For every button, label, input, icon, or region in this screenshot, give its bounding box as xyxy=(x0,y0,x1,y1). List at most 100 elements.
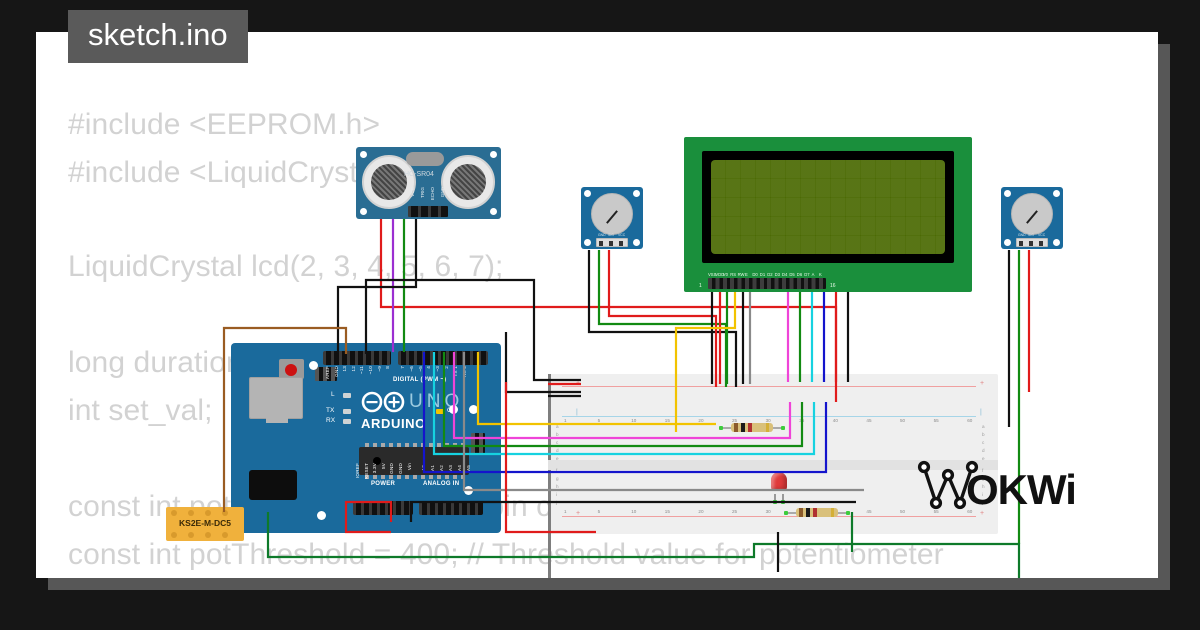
wire-relay-red[interactable] xyxy=(344,500,393,534)
resistor-1-lead-left xyxy=(721,427,733,429)
led-leg-anode xyxy=(774,494,776,502)
bb-col-label-bottom-20: 20 xyxy=(698,509,704,514)
wire-black-long[interactable] xyxy=(364,278,581,382)
potentiometer-1-knob[interactable] xyxy=(591,193,633,235)
wire-gnd-gray[interactable] xyxy=(462,352,864,492)
pot2-pin-gnd: GND xyxy=(1018,233,1026,237)
wire-pot1-gnd[interactable] xyxy=(587,250,738,387)
bb-row-label-i: i xyxy=(556,492,558,497)
bb-row-label-b: b xyxy=(982,432,985,437)
bb-row-label-a: a xyxy=(982,424,985,429)
bb-row-label-c: c xyxy=(556,440,559,445)
wire-layer xyxy=(222,219,1036,578)
bb-col-label-bottom-55: 55 xyxy=(933,509,939,514)
bb-col-label-bottom-50: 50 xyxy=(900,509,906,514)
mounting-hole-3 xyxy=(317,511,326,520)
wire-pot1-sig[interactable] xyxy=(597,250,728,387)
resistor-1[interactable] xyxy=(719,423,785,432)
resistor-1-tip-right xyxy=(781,425,785,430)
lcd-pin-rs: RS xyxy=(730,272,737,277)
wire-relay-brown[interactable] xyxy=(222,326,348,512)
power-header[interactable] xyxy=(353,501,413,515)
bb-col-label-top-1: 1 xyxy=(564,418,567,423)
lcd-pin-d3: D3 xyxy=(774,272,780,277)
led-on-indicator xyxy=(436,409,444,414)
relay-module[interactable]: KS2E-M-DC5 xyxy=(166,507,244,541)
bb-col-label-bottom-15: 15 xyxy=(664,509,670,514)
bb-col-label-bottom-45: 45 xyxy=(866,509,872,514)
pot1-pin-sig: SIG xyxy=(608,233,614,237)
label-ON: ON xyxy=(447,407,457,414)
wire-d7-blue[interactable] xyxy=(422,352,828,474)
resistor-1-lead-right xyxy=(771,427,783,429)
lcd-pin-header[interactable] xyxy=(708,278,826,289)
label-RX: RX xyxy=(326,417,336,424)
potentiometer-2-knob[interactable] xyxy=(1011,193,1053,235)
bb-row-label-d: d xyxy=(556,448,559,453)
resistor-2-tip-left xyxy=(784,510,788,515)
led-tx-indicator xyxy=(343,409,351,414)
wokwi-logo: OKWi xyxy=(914,459,1114,526)
wire-red-power[interactable] xyxy=(504,382,596,534)
led-leg-cathode xyxy=(782,494,784,502)
bb-col-label-top-55: 55 xyxy=(933,418,939,423)
bb-row-label-d: d xyxy=(982,448,985,453)
lcd-pin-a: A xyxy=(811,272,815,277)
bb-col-label-top-10: 10 xyxy=(631,418,637,423)
analog-header[interactable] xyxy=(419,501,483,515)
digital-header-caption: DIGITAL (PWM ~) xyxy=(393,377,447,383)
resistor-2[interactable] xyxy=(784,508,850,517)
wire-d4-magenta[interactable] xyxy=(452,352,792,440)
wire-a0-yellow[interactable] xyxy=(476,352,716,426)
mounting-hole-1 xyxy=(309,361,318,370)
wire-d5-green[interactable] xyxy=(442,352,804,448)
bb-row-label-h: h xyxy=(556,484,559,489)
bb-col-label-top-50: 50 xyxy=(900,418,906,423)
reset-button[interactable] xyxy=(279,359,304,379)
bb-col-label-bottom-25: 25 xyxy=(732,509,738,514)
resistor-1-body xyxy=(731,423,773,432)
breadboard-center-channel xyxy=(548,460,998,470)
bb-row-label-e: e xyxy=(556,456,559,461)
pot2-pin-vcc: VCC xyxy=(1038,233,1046,237)
bb-row-label-e: e xyxy=(982,456,985,461)
lcd-bezel xyxy=(702,151,954,263)
diagram-canvas[interactable]: #include <EEPROM.h> #include <LiquidCrys… xyxy=(36,32,1158,578)
lcd-pin-rw: RW xyxy=(737,272,745,277)
rail-bot-plus-label-left: + xyxy=(576,510,581,517)
wire-pot1-vcc[interactable] xyxy=(607,250,718,387)
wire-lcd-rs[interactable] xyxy=(674,292,737,432)
mounting-hole-2 xyxy=(469,405,478,414)
hcsr04-pin-header[interactable] xyxy=(408,206,448,217)
resistor-2-tip-right xyxy=(846,510,850,515)
lcd-pin-vdd: VDD xyxy=(715,272,725,277)
bb-col-label-top-45: 45 xyxy=(866,418,872,423)
bb-col-label-top-30: 30 xyxy=(765,418,771,423)
rail-top-plus-label: + xyxy=(980,380,985,387)
resistor-2-lead-right xyxy=(836,512,848,514)
lcd-pin-d6: D6 xyxy=(796,272,803,277)
wire-hcsr04-gnd[interactable] xyxy=(336,219,418,352)
power-jack xyxy=(249,470,297,500)
rail-top-minus-label-left: | xyxy=(576,409,578,416)
rail-top-minus-label: | xyxy=(980,409,982,416)
wire-relay-black[interactable] xyxy=(409,500,856,522)
digital-header-left[interactable] xyxy=(323,351,391,365)
wire-green-bottom[interactable] xyxy=(266,512,1036,578)
rail-top-minus-line xyxy=(562,416,976,418)
wire-d6-cyan[interactable] xyxy=(432,352,816,456)
rail-bot-plus-line xyxy=(562,516,976,518)
bb-col-label-top-60: 60 xyxy=(967,418,973,423)
bb-row-label-g: g xyxy=(556,476,559,481)
file-tab-sketch[interactable]: sketch.ino xyxy=(68,10,248,63)
lcd-pin-e: E xyxy=(745,272,748,277)
resistor-2-lead-left xyxy=(786,512,798,514)
bb-row-label-i: i xyxy=(982,492,984,497)
